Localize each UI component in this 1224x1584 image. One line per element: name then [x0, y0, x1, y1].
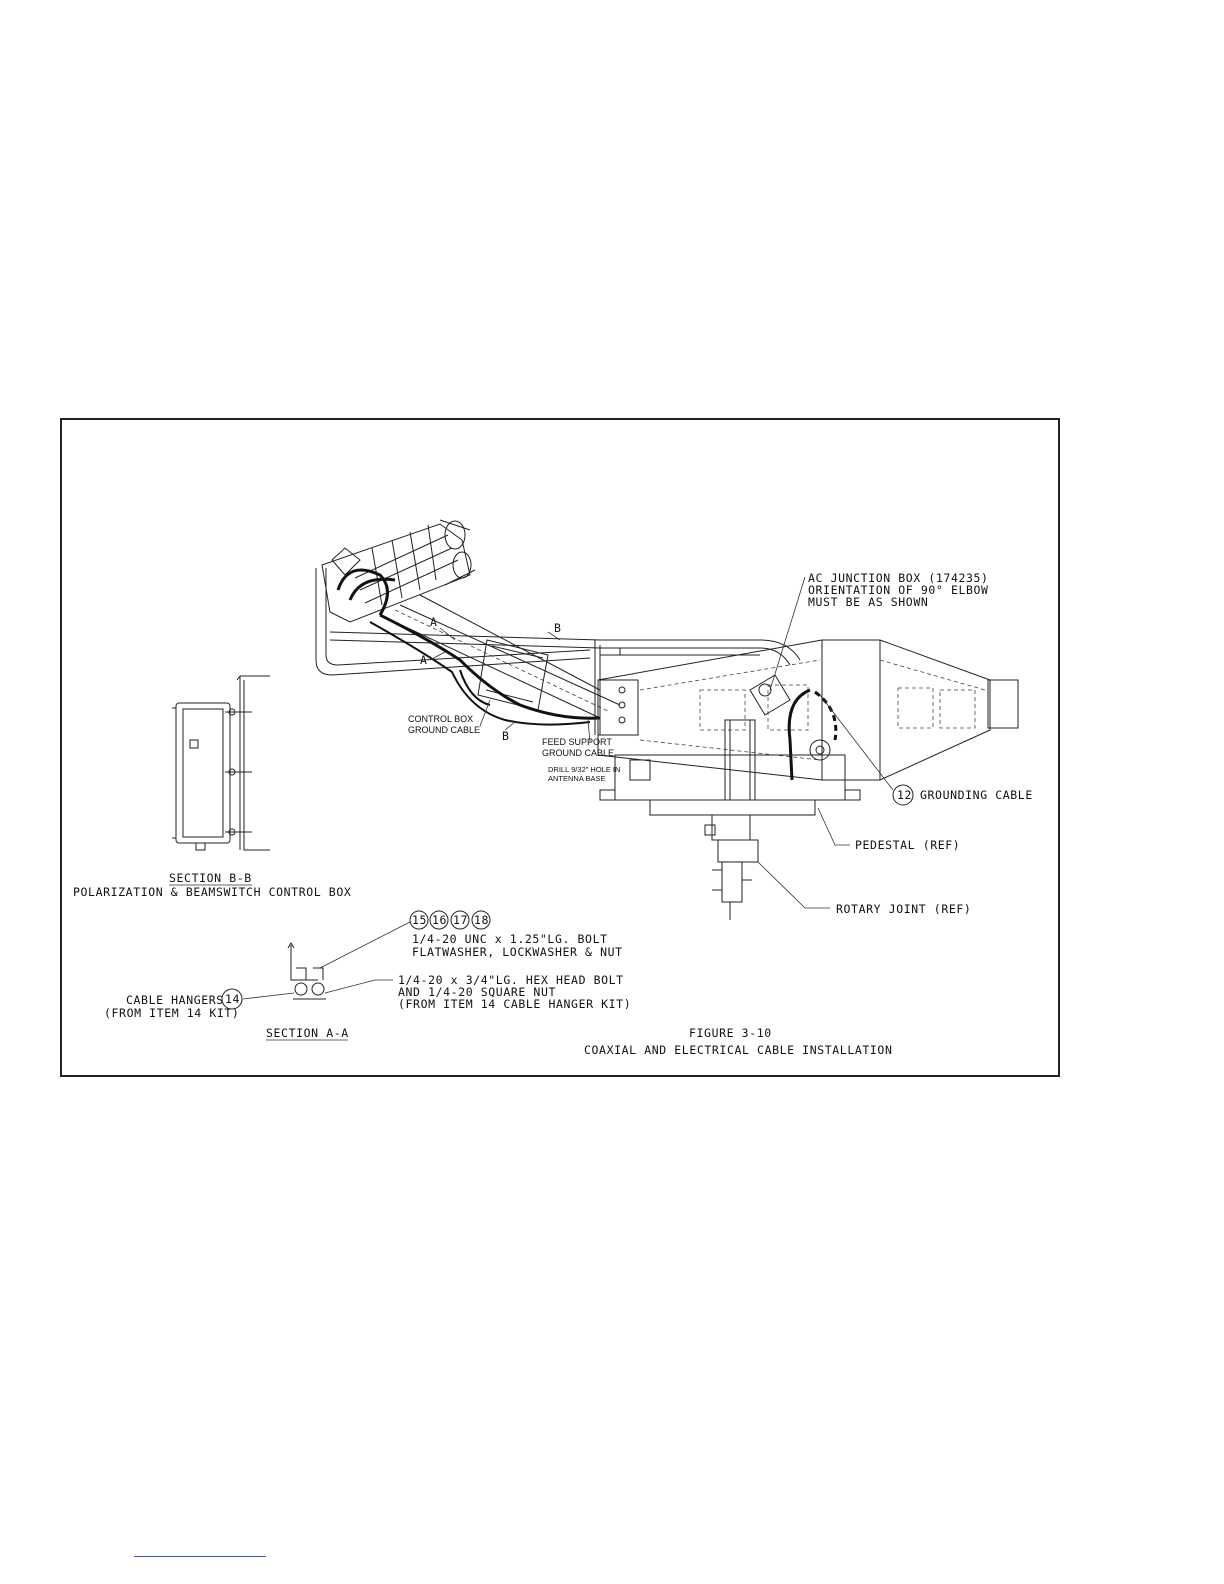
pedestal	[599, 719, 861, 816]
svg-text:PEDESTAL (REF): PEDESTAL (REF)	[855, 838, 960, 852]
control-box-ground-callout: CONTROL BOX GROUND CABLE	[408, 699, 491, 735]
svg-text:SECTION B-B: SECTION B-B	[169, 871, 252, 885]
svg-text:SECTION A-A: SECTION A-A	[266, 1026, 349, 1040]
rotary-joint-callout: ROTARY JOINT (REF)	[757, 861, 971, 916]
ac-junction-box	[749, 674, 838, 781]
svg-text:FIGURE 3-10: FIGURE 3-10	[689, 1026, 772, 1040]
antenna-assembly-drawing: A A B B	[315, 519, 1019, 920]
svg-text:15: 15	[412, 913, 427, 927]
section-a-marker: A A	[420, 615, 456, 667]
pedestal-callout: PEDESTAL (REF)	[817, 807, 960, 852]
svg-text:16: 16	[432, 913, 447, 927]
svg-text:ROTARY JOINT (REF): ROTARY JOINT (REF)	[836, 902, 971, 916]
svg-text:1/4-20 x 3/4"LG. HEX HEAD BOLT: 1/4-20 x 3/4"LG. HEX HEAD BOLT	[398, 973, 624, 987]
feed-support-ground-callout: FEED SUPPORT GROUND CABLE DRILL 9/32" HO…	[542, 719, 620, 783]
footer-rule	[134, 1556, 266, 1557]
section-b-marker: B B	[502, 621, 562, 743]
svg-text:(FROM ITEM 14 KIT): (FROM ITEM 14 KIT)	[104, 1006, 239, 1020]
svg-text:A: A	[420, 653, 428, 667]
svg-text:POLARIZATION & BEAMSWITCH CONT: POLARIZATION & BEAMSWITCH CONTROL BOX	[73, 885, 351, 899]
svg-text:FEED SUPPORT: FEED SUPPORT	[542, 737, 612, 747]
svg-text:AC JUNCTION BOX (174235): AC JUNCTION BOX (174235)	[808, 571, 989, 585]
coaxial-cable-bundle	[379, 613, 601, 720]
svg-text:1/4-20 UNC x 1.25"LG. BOLT: 1/4-20 UNC x 1.25"LG. BOLT	[412, 932, 608, 946]
svg-text:GROUND CABLE: GROUND CABLE	[542, 748, 614, 758]
svg-text:A: A	[430, 615, 438, 629]
figure-border	[60, 418, 1060, 1077]
svg-text:CONTROL BOX: CONTROL BOX	[408, 714, 473, 724]
ac-junction-callout: AC JUNCTION BOX (174235) ORIENTATION OF …	[769, 571, 989, 691]
svg-text:17: 17	[453, 913, 468, 927]
svg-text:MUST BE AS SHOWN: MUST BE AS SHOWN	[808, 595, 928, 609]
waveguide-pipe-upper	[315, 568, 591, 676]
svg-text:B: B	[502, 729, 510, 743]
feed-support-strut	[379, 594, 621, 719]
svg-text:DRILL 9/32" HOLE IN: DRILL 9/32" HOLE IN	[548, 765, 620, 774]
svg-text:(FROM ITEM 14 CABLE HANGER KIT: (FROM ITEM 14 CABLE HANGER KIT)	[398, 997, 631, 1011]
reflector-arm	[597, 639, 991, 781]
figure-caption: FIGURE 3-10 COAXIAL AND ELECTRICAL CABLE…	[584, 1026, 892, 1057]
grounding-cable-callout: 12 GROUNDING CABLE	[819, 694, 1033, 806]
feed-horn-assembly	[321, 519, 476, 623]
section-aa-view: SECTION A-A 15 16 17 18 1/4-20 UNC x 1.2…	[104, 910, 631, 1041]
svg-text:18: 18	[474, 913, 489, 927]
svg-text:ANTENNA BASE: ANTENNA BASE	[548, 774, 606, 783]
waveguide-pipe-lower	[325, 568, 591, 666]
svg-text:B: B	[554, 621, 562, 635]
section-bb-view: SECTION B-B POLARIZATION & BEAMSWITCH CO…	[73, 675, 351, 899]
svg-text:14: 14	[225, 992, 240, 1006]
svg-text:FLATWASHER, LOCKWASHER & NUT: FLATWASHER, LOCKWASHER & NUT	[412, 945, 623, 959]
svg-text:ORIENTATION OF 90° ELBOW: ORIENTATION OF 90° ELBOW	[808, 583, 989, 597]
item-balloons-15-18: 15 16 17 18	[319, 910, 491, 969]
svg-text:GROUND CABLE: GROUND CABLE	[408, 725, 480, 735]
svg-text:GROUNDING CABLE: GROUNDING CABLE	[920, 788, 1033, 802]
svg-text:COAXIAL AND ELECTRICAL CABLE I: COAXIAL AND ELECTRICAL CABLE INSTALLATIO…	[584, 1043, 892, 1057]
rotary-joint	[704, 814, 759, 920]
svg-text:CABLE HANGERS: CABLE HANGERS	[126, 993, 224, 1007]
svg-text:12: 12	[897, 788, 912, 802]
svg-text:AND 1/4-20 SQUARE NUT: AND 1/4-20 SQUARE NUT	[398, 985, 556, 999]
